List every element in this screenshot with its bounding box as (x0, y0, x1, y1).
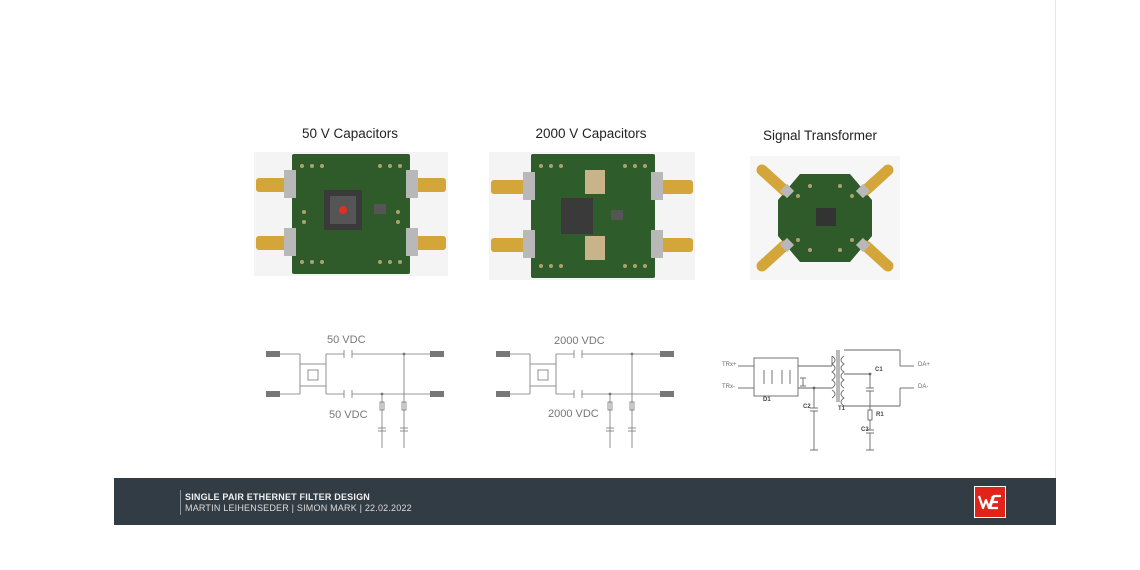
page-edge (1055, 0, 1056, 480)
pin-da-minus: DA- (918, 384, 929, 390)
label-t1: T1 (838, 406, 846, 412)
label-r1: R1 (876, 412, 884, 418)
pin-trx-minus: TRx- (722, 384, 735, 390)
schematic-2000vdc-label-bottom: 2000 VDC (548, 408, 599, 420)
we-logo-mark-icon (978, 494, 1001, 510)
schematic-signal-transformer (738, 349, 914, 451)
schematic-2000vdc-label-top: 2000 VDC (554, 335, 605, 347)
label-c3: C3 (861, 427, 869, 433)
title-signal-transformer: Signal Transformer (762, 128, 878, 143)
schematic-50vdc (266, 350, 444, 448)
title-50v-capacitors: 50 V Capacitors (301, 126, 399, 141)
slide-footer: SINGLE PAIR ETHERNET FILTER DESIGN MARTI… (114, 478, 1056, 525)
we-logo-icon (974, 486, 1006, 518)
label-c1: C1 (875, 367, 883, 373)
footer-subtitle: MARTIN LEIHENSEDER | SIMON MARK | 22.02.… (185, 503, 412, 513)
label-c2: C2 (803, 404, 811, 410)
schematic-50vdc-label-bottom: 50 VDC (329, 409, 368, 421)
pin-da-plus: DA+ (918, 362, 930, 368)
schematic-2000vdc (496, 350, 674, 448)
schematic-50vdc-label-top: 50 VDC (327, 334, 366, 346)
pcb-2000v-photo (489, 152, 695, 280)
label-d1: D1 (763, 397, 771, 403)
footer-divider (180, 490, 181, 515)
pin-trx-plus: TRx+ (722, 362, 737, 368)
signal-transformer-photo (750, 156, 900, 280)
footer-title: SINGLE PAIR ETHERNET FILTER DESIGN (185, 492, 370, 502)
pcb-50v-photo (254, 152, 448, 276)
title-2000v-capacitors: 2000 V Capacitors (535, 126, 647, 141)
